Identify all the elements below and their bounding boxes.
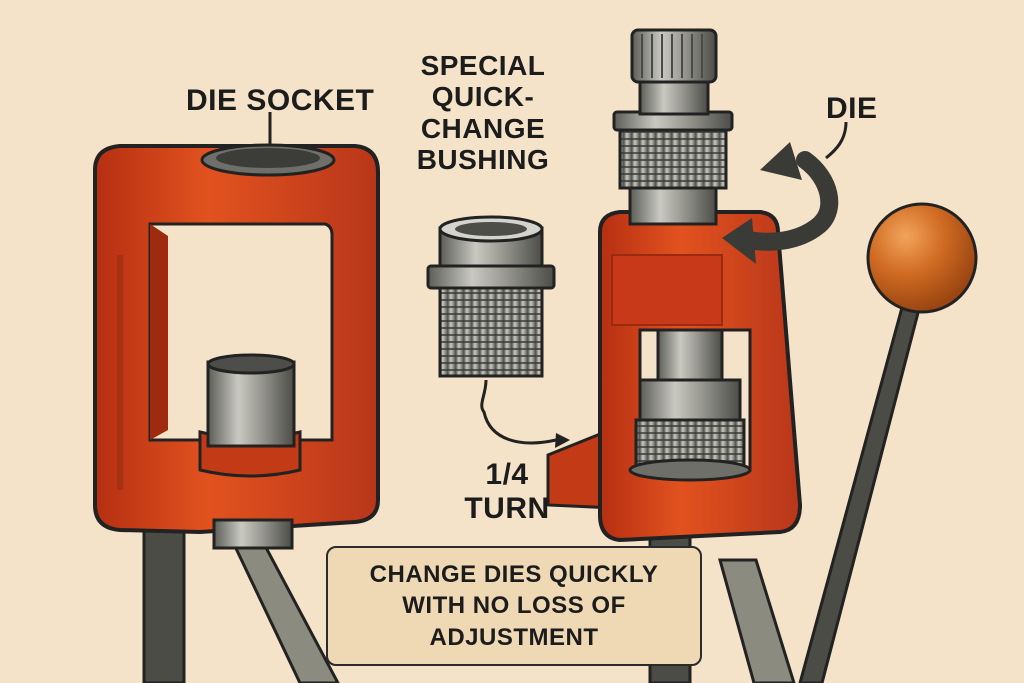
rotation-arrow-head-top (760, 142, 802, 180)
left-press (93, 143, 380, 683)
bushing-threads (438, 286, 544, 378)
bushing-label-line: QUICK- (431, 81, 535, 113)
right-bushing-seat (628, 458, 752, 482)
die-knurling (641, 34, 703, 78)
right-linkage-arm (718, 558, 796, 683)
left-ram-bushing-top (206, 353, 296, 375)
right-frame-emboss (611, 254, 723, 326)
right-press (546, 28, 978, 683)
die-socket-label: DIE SOCKET (186, 84, 375, 117)
right-ram-collar (638, 378, 742, 426)
bushing-bore (455, 222, 527, 236)
handle-knob (866, 202, 978, 314)
left-frame-inner-shadow (150, 224, 168, 440)
die-leader (825, 121, 848, 160)
caption-line: WITH NO LOSS OF (402, 592, 626, 620)
bushing-flange (426, 264, 556, 290)
bushing-label-line: BUSHING (416, 144, 550, 176)
rotation-arrow-head-bottom (722, 218, 756, 264)
turn-arrow-line (480, 379, 557, 445)
left-ram-collar (212, 518, 294, 550)
quick-change-bushing (426, 215, 570, 448)
die-lower-collar (628, 182, 718, 226)
die-label: DIE (826, 92, 878, 125)
left-post (142, 508, 186, 683)
left-ram-bushing (206, 360, 296, 448)
die-neck (638, 78, 710, 116)
caption-line: ADJUSTMENT (429, 623, 599, 651)
quarter-turn-label-line: 1/4 (485, 458, 529, 491)
quarter-turn-label-line: TURN (464, 491, 550, 525)
quarter-turn-label: 1/4 TURN (462, 458, 552, 525)
press-handle (798, 276, 928, 683)
bushing-label-line: CHANGE (420, 112, 546, 144)
turn-arrow-head (555, 433, 570, 448)
bushing-label-line: SPECIAL (420, 50, 546, 81)
left-die-socket-hole (216, 148, 320, 168)
die-body-threads (618, 122, 728, 190)
caption-box: CHANGE DIES QUICKLY WITH NO LOSS OF ADJU… (326, 546, 702, 666)
left-linkage-arm (229, 538, 340, 683)
die-knurled-cap (630, 28, 718, 84)
bushing-label: SPECIAL QUICK- CHANGE BUSHING (408, 50, 558, 175)
caption-line: CHANGE DIES QUICKLY (369, 561, 659, 589)
rotation-arrow-band (739, 151, 839, 251)
